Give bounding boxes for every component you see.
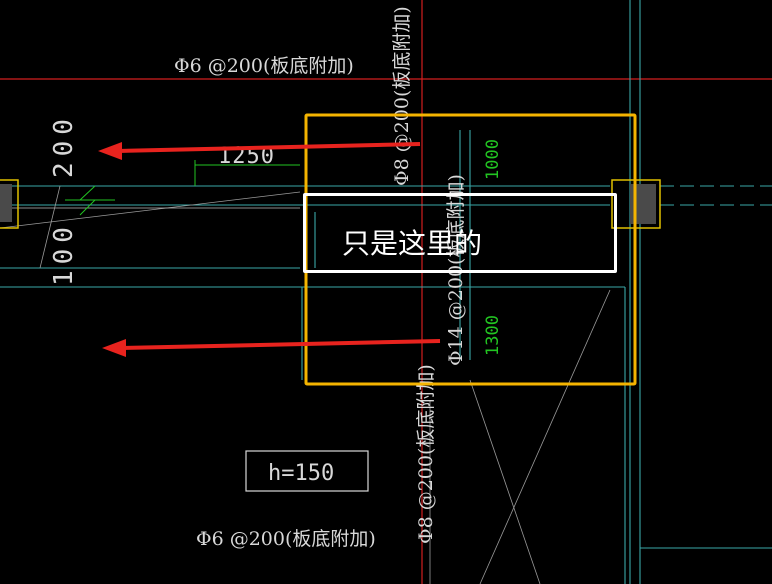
slab-thickness-tag[interactable]: h=150 bbox=[245, 450, 369, 492]
aux-line bbox=[479, 289, 611, 584]
dimension-tick bbox=[79, 199, 96, 216]
annotation-arrows bbox=[98, 142, 441, 357]
rebar-label-top: Φ6 @200(板底附加) bbox=[174, 55, 354, 77]
aux-line bbox=[39, 185, 61, 269]
dimension-tick bbox=[79, 185, 96, 201]
highlight-box bbox=[304, 113, 637, 386]
rebar-label-vertical-lower: Φ8 @200(板底附加) bbox=[415, 364, 437, 544]
dimension-1300: 1300 bbox=[483, 315, 503, 356]
dimension-1000: 1000 bbox=[483, 139, 503, 180]
dimension-100: 100 bbox=[49, 221, 79, 286]
arrow-lower bbox=[102, 339, 441, 357]
column-left[interactable] bbox=[0, 179, 19, 229]
callout-text: 只是这里的 bbox=[342, 227, 483, 260]
slab-thickness-label: h=150 bbox=[268, 461, 334, 486]
annotation-callout: 只是这里的 bbox=[303, 193, 617, 273]
arrow-upper bbox=[98, 142, 421, 160]
rebar-label-vertical-upper: Φ8 @200(板底附加) bbox=[391, 6, 413, 186]
aux-line bbox=[469, 379, 541, 584]
aux-line bbox=[0, 191, 301, 229]
aux-lines bbox=[0, 185, 611, 584]
dimension-lines bbox=[65, 160, 300, 216]
rebar-label-bottom: Φ6 @200(板底附加) bbox=[196, 528, 376, 550]
dimension-200: 200 bbox=[49, 113, 79, 178]
